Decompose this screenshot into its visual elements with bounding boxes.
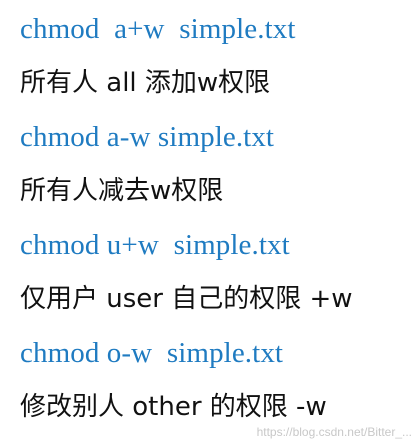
description-all-remove-w: 所有人减去w权限 [20, 176, 224, 206]
command-line-user-add-w: chmod u+w simple.txt [20, 229, 290, 261]
command-line-all-remove-w: chmod a-w simple.txt [20, 121, 275, 153]
description-other-remove-w: 修改别人 other 的权限 -w [20, 392, 327, 422]
command-line-other-remove-w: chmod o-w simple.txt [20, 337, 284, 369]
description-user-add-w: 仅用户 user 自己的权限 +w [20, 284, 353, 314]
chmod-notes: chmod a+w simple.txt 所有人 all 添加w权限 chmod… [20, 8, 412, 440]
description-all-add-w: 所有人 all 添加w权限 [20, 68, 271, 98]
command-line-all-add-w: chmod a+w simple.txt [20, 13, 296, 45]
watermark: https://blog.csdn.net/Bitter_... [256, 425, 412, 439]
